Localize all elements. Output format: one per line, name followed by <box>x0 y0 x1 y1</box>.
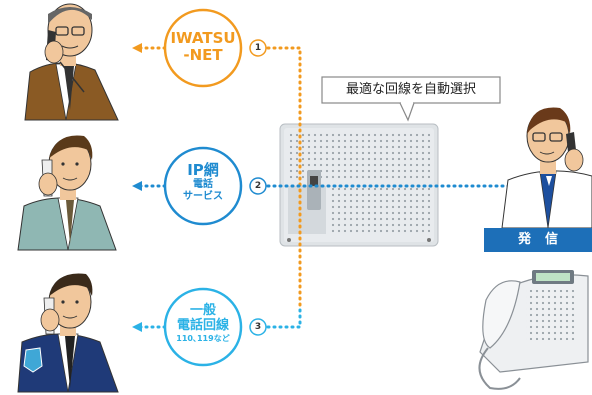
route-3-line <box>260 308 302 329</box>
route-3-label-line1: 一般 <box>189 303 216 318</box>
route-1-label-line2: -NET <box>183 46 223 65</box>
route-1-circle <box>163 8 243 88</box>
route-3-circle <box>163 287 243 367</box>
callout-box <box>321 76 501 122</box>
receiver-person-2-icon <box>17 135 117 251</box>
route-2-number: 2 <box>254 181 262 191</box>
route-3-label-line3: 110､119など <box>176 333 230 343</box>
route-2-label-line2: 電話 <box>193 179 213 191</box>
route-2-label-line1: IP網 <box>187 161 219 179</box>
route-1-line <box>260 46 302 312</box>
route-1-label-line1: IWATSU <box>170 29 236 47</box>
route-1-label: IWATSU -NET <box>166 29 240 65</box>
receiver-person-1-icon <box>24 3 119 121</box>
callout-text: 最適な回線を自動選択 <box>345 82 476 97</box>
receiver-person-3-icon <box>17 273 119 393</box>
desk-phone-icon <box>478 270 589 390</box>
route-2-circle <box>163 146 243 226</box>
route-3-label: 一般 電話回線 110､119など <box>166 303 240 343</box>
route-3-number: 3 <box>254 322 262 332</box>
caller-person-icon <box>501 107 592 229</box>
route-2-label-line3: サービス <box>183 190 223 202</box>
route-2-label: IP網 電話 サービス <box>166 161 240 202</box>
route-3-label-line2: 電話回線 <box>176 317 229 333</box>
route-1-number: 1 <box>254 43 262 53</box>
caller-label: 発信 <box>484 228 592 252</box>
